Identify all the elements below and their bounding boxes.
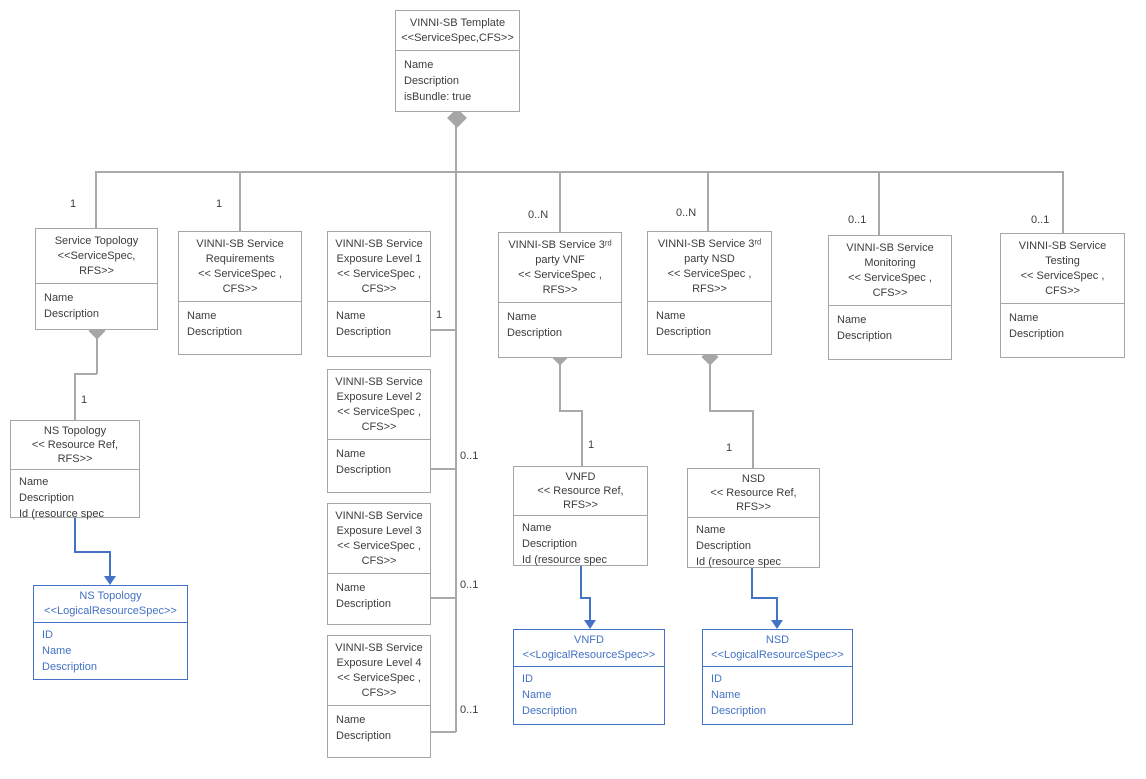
- class-title: NS Topology <<LogicalResourceSpec>>: [34, 586, 187, 623]
- connector-main-horizontal: [95, 171, 1064, 173]
- connector-nsd-nsdref-2: [709, 410, 753, 412]
- connector-drop-vnf: [559, 171, 561, 232]
- blue-connector-vnfd-1: [580, 566, 582, 599]
- connector-drop-testing: [1062, 171, 1064, 233]
- multiplicity-label: 1: [81, 394, 88, 406]
- multiplicity-label: 0..N: [676, 207, 697, 219]
- class-box-3rd-party-vnf: VINNI-SB Service 3ʳᵈ party VNF << Servic…: [498, 232, 622, 358]
- class-box-service-requirements: VINNI-SB Service Requirements << Service…: [178, 231, 302, 355]
- class-attributes: ID Name Description: [42, 629, 98, 673]
- class-title: VINNI-SB Service 3ʳᵈ party VNF << Servic…: [499, 233, 621, 303]
- connector-vnf-vnfd-1: [559, 358, 561, 411]
- class-attributes: Name Description: [44, 292, 100, 320]
- arrow-down-icon: [104, 576, 116, 585]
- class-attributes: Name Description: [187, 310, 243, 338]
- blue-connector-vnfd-2: [580, 597, 591, 599]
- class-attributes: Name Description isBundle: true: [404, 59, 472, 103]
- class-box-ns-topology-ref: NS Topology << Resource Ref, RFS>> Name …: [10, 420, 140, 520]
- connector-st-ns-3: [74, 373, 76, 420]
- class-attributes: Name Description: [656, 310, 712, 338]
- connector-stub-exposure3: [431, 597, 456, 599]
- multiplicity-label: 1: [70, 198, 77, 210]
- class-box-vinni-sb-template: VINNI-SB Template <<ServiceSpec,CFS>> Na…: [395, 10, 520, 112]
- connector-nsd-nsdref-1: [709, 358, 711, 411]
- connector-st-ns-2: [74, 373, 97, 375]
- class-box-nsd-lrs: NSD <<LogicalResourceSpec>> ID Name Desc…: [702, 629, 853, 725]
- class-box-ns-topology-lrs: NS Topology <<LogicalResourceSpec>> ID N…: [33, 585, 188, 680]
- class-title: NS Topology << Resource Ref, RFS>>: [11, 421, 139, 470]
- multiplicity-label: 0..1: [848, 214, 867, 226]
- class-attributes: Name Description: [837, 314, 893, 342]
- class-attributes: Name Description: [507, 311, 563, 339]
- arrow-down-icon: [584, 620, 596, 629]
- multiplicity-label: 1: [726, 442, 733, 454]
- class-attributes: Name Description Id (resource spec: [696, 524, 781, 568]
- class-title: VINNI-SB Template <<ServiceSpec,CFS>>: [396, 11, 519, 51]
- connector-stub-exposure2: [431, 468, 456, 470]
- connector-vnf-vnfd-3: [581, 410, 583, 466]
- multiplicity-label: 1: [588, 439, 595, 451]
- multiplicity-label: 0..1: [460, 450, 479, 462]
- class-box-service-testing: VINNI-SB Service Testing << ServiceSpec …: [1000, 233, 1125, 358]
- class-title: VINNI-SB Service Monitoring << ServiceSp…: [829, 236, 951, 306]
- class-attributes: ID Name Description: [711, 673, 767, 717]
- connector-stub-exposure4: [431, 731, 456, 733]
- class-attributes: ID Name Description: [522, 673, 578, 717]
- class-attributes: Name Description: [336, 714, 392, 742]
- class-title: VINNI-SB Service Exposure Level 3 << Ser…: [328, 504, 430, 574]
- multiplicity-label: 0..1: [460, 579, 479, 591]
- connector-drop-exposure-chain: [455, 171, 457, 732]
- multiplicity-label: 0..N: [528, 209, 549, 221]
- class-title: VINNI-SB Service 3ʳᵈ party NSD << Servic…: [648, 232, 771, 302]
- blue-connector-ns-1: [74, 518, 76, 553]
- class-title: VINNI-SB Service Requirements << Service…: [179, 232, 301, 302]
- blue-connector-ns-2: [74, 551, 111, 553]
- class-box-exposure-level-1: VINNI-SB Service Exposure Level 1 << Ser…: [327, 231, 431, 357]
- multiplicity-label: 0..1: [460, 704, 479, 716]
- connector-drop-monitoring: [878, 171, 880, 235]
- class-title: VNFD << Resource Ref, RFS>>: [514, 467, 647, 516]
- multiplicity-label: 1: [436, 309, 443, 321]
- connector-drop-nsd: [707, 171, 709, 231]
- class-box-nsd-ref: NSD << Resource Ref, RFS>> Name Descript…: [687, 468, 820, 568]
- class-title: VINNI-SB Service Testing << ServiceSpec …: [1001, 234, 1124, 304]
- class-box-service-topology: Service Topology <<ServiceSpec, RFS>> Na…: [35, 228, 158, 330]
- class-attributes: Name Description: [336, 582, 392, 610]
- class-attributes: Name Description: [336, 448, 392, 476]
- class-attributes: Name Description: [1009, 312, 1065, 340]
- class-attributes: Name Description Id (resource spec: [522, 522, 607, 566]
- class-title: VINNI-SB Service Exposure Level 1 << Ser…: [328, 232, 430, 302]
- connector-vnf-vnfd-2: [559, 410, 582, 412]
- connector-stub-exposure1: [431, 329, 456, 331]
- class-title: VINNI-SB Service Exposure Level 4 << Ser…: [328, 636, 430, 706]
- multiplicity-label: 1: [216, 198, 223, 210]
- blue-connector-ns-3: [109, 551, 111, 578]
- class-title: VINNI-SB Service Exposure Level 2 << Ser…: [328, 370, 430, 440]
- multiplicity-label: 0..1: [1031, 214, 1050, 226]
- connector-drop-service-topology: [95, 171, 97, 228]
- connector-template-trunk: [455, 118, 457, 172]
- blue-connector-nsd-1: [751, 565, 753, 599]
- class-box-vnfd-lrs: VNFD <<LogicalResourceSpec>> ID Name Des…: [513, 629, 665, 725]
- class-attributes: Name Description: [336, 310, 392, 338]
- class-title: VNFD <<LogicalResourceSpec>>: [514, 630, 664, 667]
- class-attributes: Name Description Id (resource spec: [19, 476, 104, 520]
- class-box-service-monitoring: VINNI-SB Service Monitoring << ServiceSp…: [828, 235, 952, 360]
- connector-drop-requirements: [239, 171, 241, 231]
- connector-nsd-nsdref-3: [752, 410, 754, 468]
- class-title: NSD <<LogicalResourceSpec>>: [703, 630, 852, 667]
- connector-st-ns-1: [96, 333, 98, 374]
- class-box-vnfd-ref: VNFD << Resource Ref, RFS>> Name Descrip…: [513, 466, 648, 566]
- blue-connector-nsd-3: [776, 597, 778, 621]
- blue-connector-nsd-2: [751, 597, 778, 599]
- blue-connector-vnfd-3: [589, 597, 591, 621]
- class-box-exposure-level-3: VINNI-SB Service Exposure Level 3 << Ser…: [327, 503, 431, 625]
- class-box-3rd-party-nsd: VINNI-SB Service 3ʳᵈ party NSD << Servic…: [647, 231, 772, 355]
- class-title: Service Topology <<ServiceSpec, RFS>>: [36, 229, 157, 284]
- class-box-exposure-level-2: VINNI-SB Service Exposure Level 2 << Ser…: [327, 369, 431, 493]
- arrow-down-icon: [771, 620, 783, 629]
- class-box-exposure-level-4: VINNI-SB Service Exposure Level 4 << Ser…: [327, 635, 431, 758]
- class-title: NSD << Resource Ref, RFS>>: [688, 469, 819, 518]
